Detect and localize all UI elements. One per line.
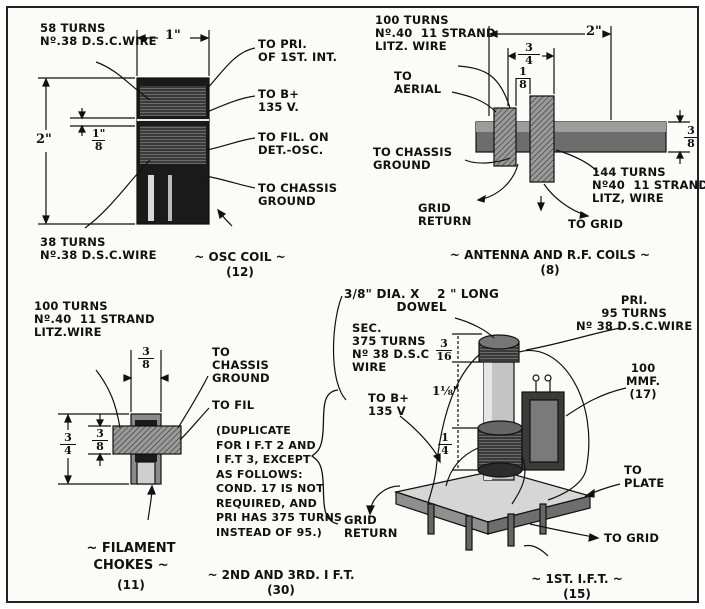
osc-coil-number: (12) — [226, 265, 254, 279]
choke-left-num: 3 — [64, 431, 72, 444]
antenna-grid-return-label: GRID RETURN — [418, 201, 472, 228]
first-ift-low-dimension: 1 4 — [438, 432, 452, 457]
choke-mid-num: 3 — [96, 427, 104, 440]
choke-100-turns-label: 100 TURNS Nº.40 11 STRAND LITZ.WIRE — [34, 299, 155, 339]
first-ift-low-den: 4 — [438, 444, 452, 457]
choke-mid-dimension: 3 8 — [92, 428, 108, 453]
second-ift-caption: ~ 2ND AND 3RD. I F.T. — [207, 568, 355, 582]
osc-height-dimension: 2" — [36, 132, 52, 147]
antenna-eighth-num: 1 — [519, 65, 527, 78]
second-ift-note: (DUPLICATE FOR I F.T 2 AND I F.T 3, EXCE… — [216, 424, 343, 539]
filament-choke-drawing — [58, 350, 210, 521]
osc-gap-den: 8 — [92, 140, 106, 153]
choke-to-chassis-label: TO CHASSIS GROUND — [212, 345, 270, 385]
antenna-coil-drawing — [451, 26, 690, 219]
choke-left-dimension: 3 4 — [60, 432, 76, 457]
first-ift-grid-return-label: GRID RETURN — [344, 513, 398, 540]
choke-top-den: 8 — [138, 358, 154, 371]
antenna-dowel-dimension: 3 8 — [684, 125, 698, 150]
antenna-to-aerial-label: TO AERIAL — [394, 69, 442, 96]
osc-58-turns-label: 58 TURNS Nº.38 D.S.C.WIRE — [40, 21, 157, 48]
first-ift-to-b-label: TO B+ 135 V — [368, 391, 410, 418]
first-ift-low-num: 1 — [441, 431, 449, 444]
first-ift-top-num: 3 — [440, 337, 448, 350]
first-ift-number: (15) — [563, 587, 591, 601]
osc-38-turns-label: 38 TURNS Nº.38 D.S.C.WIRE — [40, 235, 157, 262]
osc-coil-drawing — [38, 30, 256, 229]
osc-gap-num: 1" — [92, 127, 106, 140]
first-ift-dowel-label: 3/8" DIA. X 2 " LONG DOWEL — [344, 287, 500, 314]
first-ift-condenser-label: 100 MMF. (17) — [626, 361, 661, 401]
first-ift-drawing — [332, 295, 627, 557]
antenna-eighth-dimension: 1 8 — [516, 66, 530, 91]
antenna-eighth-den: 8 — [516, 78, 530, 91]
choke-caption: ~ FILAMENT CHOKES ~ — [86, 541, 176, 573]
choke-top-num: 3 — [142, 345, 150, 358]
osc-coil-caption: ~ OSC COIL ~ — [194, 250, 286, 264]
first-ift-mid-dimension: 1⅛" — [432, 384, 460, 398]
osc-width-dimension: 1" — [165, 28, 181, 43]
first-ift-pri-label: PRI. 95 TURNS Nº 38 D.S.C.WIRE — [576, 293, 693, 333]
choke-to-fil-label: TO FIL — [212, 398, 255, 412]
osc-to-chassis-label: TO CHASSIS GROUND — [258, 181, 338, 208]
antenna-to-chassis-label: TO CHASSIS GROUND — [373, 145, 453, 172]
antenna-100-turns-label: 100 TURNS Nº.40 11 STRAND LITZ. WIRE — [375, 13, 496, 53]
first-ift-to-plate-label: TO PLATE — [624, 463, 665, 490]
antenna-to-grid-label: TO GRID — [568, 217, 624, 231]
antenna-number: (8) — [540, 263, 560, 277]
osc-to-pri-label: TO PRI. OF 1ST. INT. — [258, 37, 338, 64]
first-ift-caption: ~ 1ST. I.F.T. ~ — [531, 572, 623, 586]
choke-top-dimension: 3 8 — [138, 346, 154, 371]
second-ift-number: (30) — [267, 583, 295, 597]
first-ift-top-den: 16 — [436, 350, 452, 363]
antenna-three-quarter-dimension: 3 4 — [518, 42, 540, 67]
choke-number: (11) — [117, 578, 145, 592]
choke-left-den: 4 — [60, 444, 76, 457]
osc-gap-dimension: 1" 8 — [92, 127, 106, 153]
antenna-dowel-num: 3 — [687, 124, 695, 137]
antenna-144-turns-label: 144 TURNS Nº40 11 STRAND LITZ, WIRE — [592, 165, 705, 205]
antenna-caption: ~ ANTENNA AND R.F. COILS ~ — [449, 248, 651, 262]
first-ift-top-dimension: 3 16 — [436, 338, 452, 363]
first-ift-to-grid-label: TO GRID — [604, 531, 660, 545]
note-brace — [311, 389, 339, 525]
antenna-tq-den: 4 — [518, 54, 540, 67]
antenna-dowel-den: 8 — [684, 137, 698, 150]
osc-to-b-label: TO B+ 135 V. — [258, 87, 300, 114]
osc-to-fil-label: TO FIL. ON DET.-OSC. — [258, 130, 329, 157]
choke-mid-den: 8 — [92, 440, 108, 453]
antenna-tq-num: 3 — [525, 41, 533, 54]
first-ift-sec-label: SEC. 375 TURNS Nº 38 D.S.C WIRE — [352, 321, 430, 374]
antenna-width-dimension: 2" — [586, 24, 602, 39]
